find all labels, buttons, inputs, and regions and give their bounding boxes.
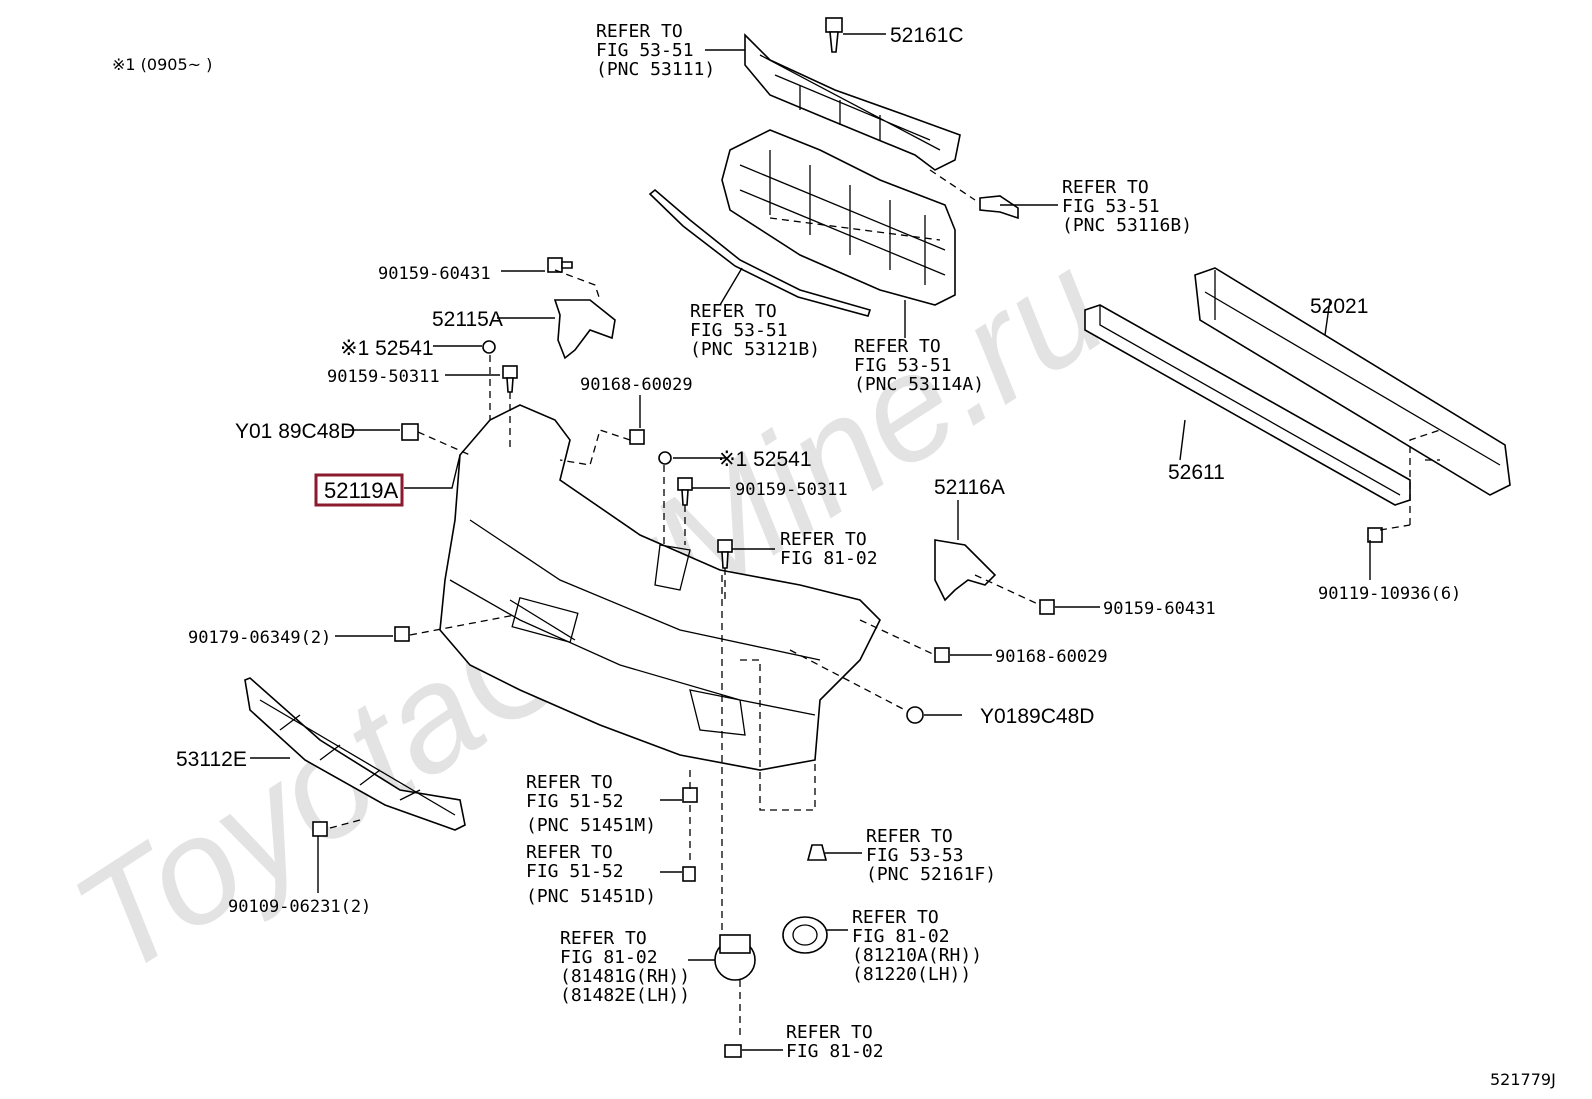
part-number-52541-left[interactable]: ※1 52541 (340, 337, 434, 360)
fastener-90159-60431-right[interactable]: 90159-60431 (1103, 599, 1216, 619)
refer-line: FIG 53-51 (690, 320, 788, 341)
refer-line: REFER TO (786, 1022, 873, 1043)
bracket-53116B-drawing (979, 195, 1019, 220)
refer-line: (81210A(RH)) (852, 945, 982, 966)
fastener-90109-06231[interactable]: 90109-06231(2) (228, 897, 371, 917)
refer-line: FIG 53-51 (596, 40, 694, 61)
part-number-52611[interactable]: 52611 (1168, 461, 1225, 484)
fastener-90159-50311-center[interactable]: 90159-50311 (735, 480, 848, 500)
refer-line: FIG 53-53 (866, 845, 964, 866)
part-number-Y0189C48D-right[interactable]: Y0189C48D (980, 705, 1094, 728)
refer-line: REFER TO (866, 826, 953, 847)
fastener-90119-10936[interactable]: 90119-10936(6) (1318, 584, 1461, 604)
refer-line: FIG 81-02 (786, 1041, 884, 1062)
refer-block-81210A: REFER TO FIG 81-02 (81210A(RH)) (81220(L… (852, 907, 982, 985)
refer-line: (PNC 53121B) (690, 339, 820, 360)
part-number-52021[interactable]: 52021 (1310, 295, 1368, 318)
refer-block-53116B: REFER TO FIG 53-51 (PNC 53116B) (1062, 177, 1192, 236)
fastener-90168-60029-top[interactable]: 90168-60029 (580, 375, 693, 395)
refer-line: REFER TO (852, 907, 939, 928)
refer-block-53111: REFER TO FIG 53-51 (PNC 53111) (596, 21, 715, 80)
refer-line: (PNC 51451M) (526, 815, 656, 836)
upper-retainer-drawing (744, 33, 961, 171)
highlight-frame (314, 473, 404, 507)
refer-line: REFER TO (560, 928, 647, 949)
lower-grille-drawing (244, 677, 466, 831)
part-number-Y0189C48D-left[interactable]: Y01 89C48D (235, 420, 355, 443)
part-number-52116A[interactable]: 52116A (934, 476, 1005, 499)
refer-line: REFER TO (526, 772, 613, 793)
refer-line: (81482E(LH)) (560, 985, 690, 1006)
bracket-52115A-drawing (553, 299, 616, 360)
refer-line: FIG 81-02 (560, 947, 658, 968)
leader-lines (250, 33, 1371, 1051)
fastener-90159-50311-left[interactable]: 90159-50311 (327, 367, 440, 387)
part-number-52115A[interactable]: 52115A (432, 308, 503, 331)
bracket-52116A-drawing (934, 539, 997, 602)
refer-line: REFER TO (1062, 177, 1149, 198)
diagram-id: 521779J (1490, 1070, 1556, 1089)
footnote-range: ※1 (0905~ ) (112, 55, 212, 74)
refer-block-81-02-upper: REFER TO FIG 81-02 (780, 529, 878, 569)
refer-line: FIG 51-52 (526, 791, 624, 812)
refer-line: (PNC 53114A) (854, 374, 984, 395)
refer-line: (PNC 53111) (596, 59, 715, 80)
refer-block-53114A: REFER TO FIG 53-51 (PNC 53114A) (854, 336, 984, 395)
fastener-90168-60029-right[interactable]: 90168-60029 (995, 647, 1108, 667)
refer-line: (81481G(RH)) (560, 966, 690, 987)
refer-line: (PNC 53116B) (1062, 215, 1192, 236)
clip-52161C-drawing (825, 17, 843, 53)
center-grille-drawing (721, 129, 956, 306)
refer-line: FIG 81-02 (780, 548, 878, 569)
part-number-52161C[interactable]: 52161C (890, 24, 964, 47)
part-number-52541-right[interactable]: ※1 52541 (718, 448, 812, 471)
refer-line: REFER TO (596, 21, 683, 42)
refer-block-53121B: REFER TO FIG 53-51 (PNC 53121B) (690, 301, 820, 360)
refer-line: (PNC 52161F) (866, 864, 996, 885)
part-number-53112E[interactable]: 53112E (176, 748, 247, 771)
refer-line: FIG 53-51 (854, 355, 952, 376)
refer-line: (81220(LH)) (852, 964, 971, 985)
reinforcement-drawing (1194, 267, 1511, 496)
refer-line: REFER TO (780, 529, 867, 550)
refer-line: REFER TO (854, 336, 941, 357)
fastener-90179-06349[interactable]: 90179-06349(2) (188, 628, 331, 648)
refer-line: FIG 53-51 (1062, 196, 1160, 217)
refer-line: REFER TO (690, 301, 777, 322)
refer-line: FIG 81-02 (852, 926, 950, 947)
assembly-lines (329, 169, 1441, 1040)
refer-line: FIG 51-52 (526, 861, 624, 882)
refer-block-51451D: REFER TO FIG 51-52 (PNC 51451D) (526, 842, 656, 907)
bumper-cover-drawing (439, 404, 881, 771)
refer-line: REFER TO (526, 842, 613, 863)
part-number-52119A-highlighted[interactable]: 52119A (324, 478, 399, 503)
molding-strip-drawing (648, 188, 872, 317)
refer-block-51451M: REFER TO FIG 51-52 (PNC 51451M) (526, 772, 656, 836)
refer-block-52161F: REFER TO FIG 53-53 (PNC 52161F) (866, 826, 996, 885)
fastener-90159-60431-top[interactable]: 90159-60431 (378, 264, 491, 284)
refer-block-81-02-lower: REFER TO FIG 81-02 (786, 1022, 884, 1062)
refer-line: (PNC 51451D) (526, 886, 656, 907)
refer-block-81481G: REFER TO FIG 81-02 (81481G(RH)) (81482E(… (560, 928, 690, 1006)
fog-lamp-drawing (714, 916, 828, 981)
